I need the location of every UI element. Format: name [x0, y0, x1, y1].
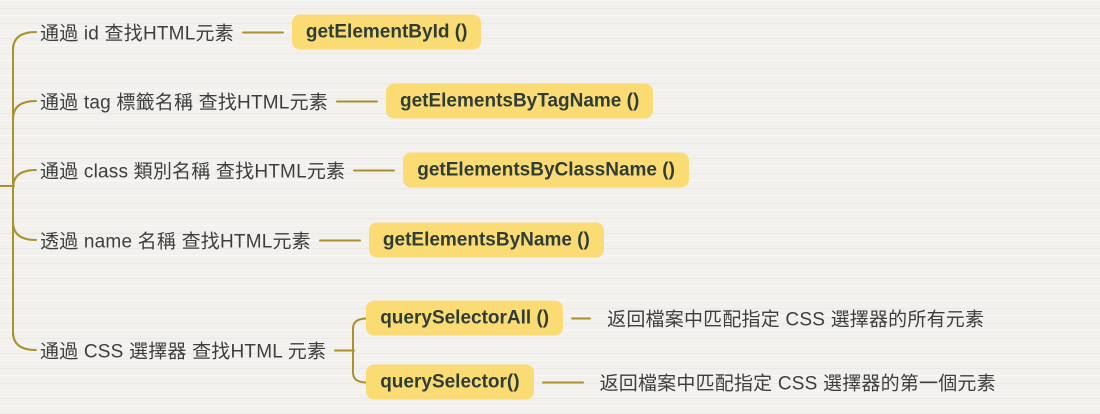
description-queryselector[interactable]: 返回檔案中匹配指定 CSS 選擇器的第一個元素 [599, 373, 996, 395]
topic-row-name: 透過 name 名稱 查找HTML元素 getElementsByName () [40, 222, 604, 258]
topic-row-id: 通過 id 查找HTML元素 getElementById () [40, 14, 482, 50]
connector-dash [571, 317, 592, 319]
method-node-getelementsbyname[interactable]: getElementsByName () [368, 222, 604, 258]
connector-dash [353, 169, 396, 171]
topic-label-id[interactable]: 通過 id 查找HTML元素 [40, 23, 234, 45]
topic-label-class[interactable]: 通過 class 類別名稱 查找HTML元素 [40, 161, 346, 183]
method-node-getelementbyid[interactable]: getElementById () [291, 14, 482, 50]
topic-label-name[interactable]: 透過 name 名稱 查找HTML元素 [40, 231, 311, 253]
method-node-getelementsbyclassname[interactable]: getElementsByClassName () [403, 152, 689, 188]
method-node-queryselectorall[interactable]: querySelectorAll () [366, 300, 564, 336]
child-row-queryselector: querySelector() 返回檔案中匹配指定 CSS 選擇器的第一個元素 [366, 364, 996, 400]
connector-dash [241, 31, 284, 33]
topic-row-css-selector: 通過 CSS 選擇器 查找HTML 元素 querySelectorAll ()… [40, 300, 996, 400]
connector-dash [541, 381, 584, 383]
topic-label-tag[interactable]: 通過 tag 標籤名稱 查找HTML元素 [40, 92, 328, 114]
fork-connector-icon [350, 317, 369, 383]
description-queryselectorall[interactable]: 返回檔案中匹配指定 CSS 選擇器的所有元素 [607, 309, 985, 331]
method-node-getelementsbytagname[interactable]: getElementsByTagName () [385, 83, 654, 119]
topic-label-css-selector[interactable]: 通過 CSS 選擇器 查找HTML 元素 [40, 341, 327, 363]
topic-row-class: 通過 class 類別名稱 查找HTML元素 getElementsByClas… [40, 152, 689, 188]
connector-dash [334, 349, 353, 351]
topic-row-tag: 通過 tag 標籤名稱 查找HTML元素 getElementsByTagNam… [40, 83, 654, 119]
connector-dash [335, 100, 378, 102]
child-row-queryselectorall: querySelectorAll () 返回檔案中匹配指定 CSS 選擇器的所有… [366, 300, 996, 336]
method-node-queryselector[interactable]: querySelector() [366, 364, 534, 400]
connector-dash [318, 239, 361, 241]
child-topics: querySelectorAll () 返回檔案中匹配指定 CSS 選擇器的所有… [366, 300, 996, 400]
